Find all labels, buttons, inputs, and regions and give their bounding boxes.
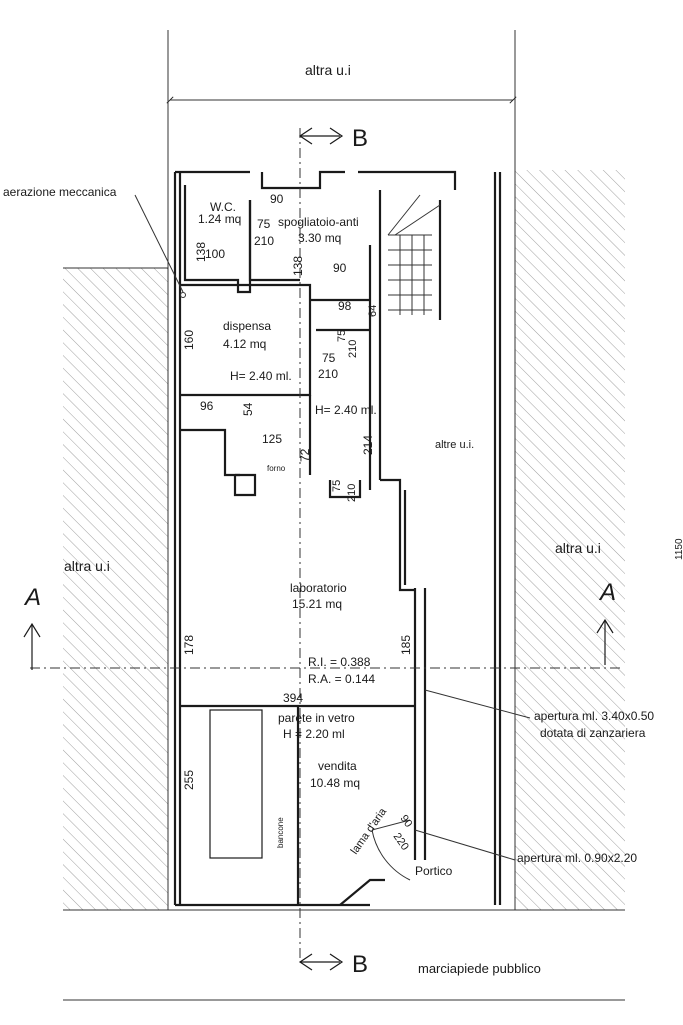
dim-90-mid: 90 xyxy=(333,261,347,275)
dim-160: 160 xyxy=(182,330,196,350)
counter-label: bancone xyxy=(276,817,285,848)
section-arrow-b-top xyxy=(298,127,344,145)
dim-75-a: 75 xyxy=(336,330,348,342)
ri-ratio: R.I. = 0.388 xyxy=(308,655,371,669)
left-neighbour-hatch xyxy=(63,268,168,910)
corridor-height: H= 2.40 ml. xyxy=(315,403,377,417)
changing-room-name: spogliatoio-anti xyxy=(278,215,359,229)
dim-178: 178 xyxy=(182,635,196,655)
dim-210-b: 210 xyxy=(318,367,338,381)
glass-wall-label: parete in vetro xyxy=(278,711,355,725)
right-unit-label: altra u.i xyxy=(555,540,601,556)
dim-100: 100 xyxy=(205,247,225,261)
dim-125: 125 xyxy=(262,432,282,446)
air-blade-label: lama d'aria xyxy=(349,805,390,856)
left-unit-label: altra u.i xyxy=(64,558,110,574)
section-b-bottom-letter: B xyxy=(352,951,368,978)
dim-210-c: 210 xyxy=(346,484,358,502)
dim-90-door: 90 xyxy=(398,813,415,830)
wc-area: 1.24 mq xyxy=(198,212,241,226)
dim-214: 214 xyxy=(361,435,375,455)
dim-185: 185 xyxy=(399,635,413,655)
ra-ratio: R.A. = 0.144 xyxy=(308,672,375,686)
dim-138-b: 138 xyxy=(291,256,305,276)
window-opening-label-1: apertura ml. 3.40x0.50 xyxy=(534,709,654,723)
right-neighbour-hatch xyxy=(515,170,625,910)
pantry-area: 4.12 mq xyxy=(223,337,266,351)
porch-label: Portico xyxy=(415,864,453,878)
dim-394: 394 xyxy=(283,691,303,705)
door-opening-label: apertura ml. 0.90x2.20 xyxy=(517,851,637,865)
sidewalk-label: marciapiede pubblico xyxy=(418,961,541,976)
dim-210-wc: 210 xyxy=(254,234,274,248)
dim-98: 98 xyxy=(338,299,352,313)
pantry-name: dispensa xyxy=(223,319,271,333)
lab-area: 15.21 mq xyxy=(292,597,342,611)
dim-75-wc: 75 xyxy=(257,217,271,231)
changing-room-area: 3.30 mq xyxy=(298,231,341,245)
dim-255: 255 xyxy=(182,770,196,790)
dim-64: 64 xyxy=(367,305,379,317)
sales-name: vendita xyxy=(318,759,357,773)
dim-75-c: 75 xyxy=(331,480,343,492)
other-units-mid-label: altre u.i. xyxy=(435,439,474,451)
glass-height: H = 2.20 ml xyxy=(283,727,345,741)
window-opening-label-2: dotata di zanzariera xyxy=(540,726,646,740)
section-arrow-b-bottom xyxy=(298,953,344,971)
dim-220: 220 xyxy=(391,831,411,853)
wc-name: W.C. xyxy=(210,200,236,214)
dim-72: 72 xyxy=(298,448,312,462)
dim-138-wc: 138 xyxy=(194,242,208,262)
mechanical-vent-label: aerazione meccanica xyxy=(3,185,117,199)
building-walls xyxy=(173,170,502,907)
oven-label: forno xyxy=(267,464,286,473)
top-unit-label: altra u.i xyxy=(305,62,351,78)
sales-area: 10.48 mq xyxy=(310,776,360,790)
dim-210-a: 210 xyxy=(347,340,359,358)
side-dim-label: 1150 xyxy=(674,538,683,560)
staircase xyxy=(387,194,441,315)
section-a-right-letter: A xyxy=(598,579,616,606)
dim-54: 54 xyxy=(241,402,255,416)
section-b-top-letter: B xyxy=(352,125,368,152)
lab-name: laboratorio xyxy=(290,581,347,595)
section-arrow-a-left xyxy=(23,622,41,670)
section-a-left-letter: A xyxy=(23,584,41,611)
entry-door-swing xyxy=(371,829,411,881)
section-arrow-a-right xyxy=(596,618,614,665)
dim-96: 96 xyxy=(200,399,214,413)
dim-90-top: 90 xyxy=(270,192,284,206)
dim-75-b: 75 xyxy=(322,351,336,365)
pantry-height: H= 2.40 ml. xyxy=(230,369,292,383)
